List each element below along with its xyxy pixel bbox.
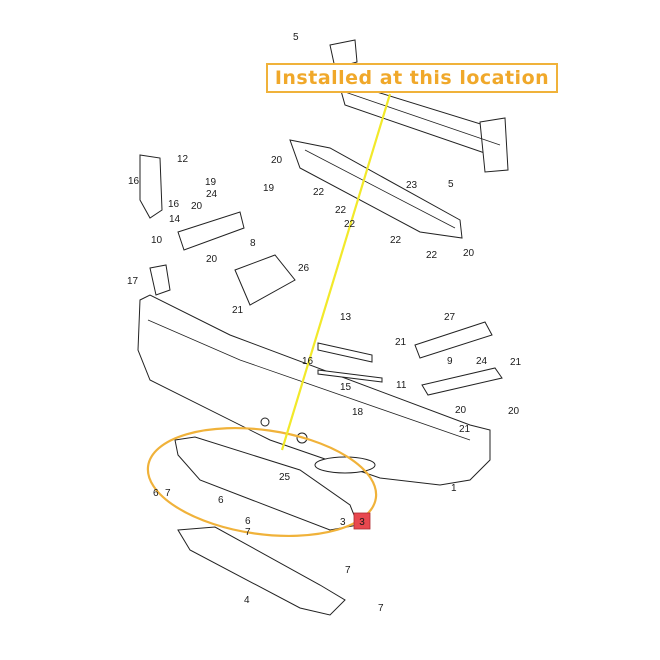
label-15: 15: [340, 382, 352, 393]
label-5a: 5: [293, 32, 299, 43]
label-21a: 21: [232, 305, 244, 316]
label-25: 25: [279, 472, 291, 483]
label-20a: 20: [271, 155, 283, 166]
label-19a: 19: [205, 177, 217, 188]
label-6c: 6: [245, 516, 251, 527]
label-5b: 5: [448, 179, 454, 190]
pointer-line: [280, 93, 392, 451]
label-6b: 6: [218, 495, 224, 506]
label-27: 27: [444, 312, 456, 323]
label-1: 1: [451, 483, 457, 494]
label-3: 3: [340, 517, 346, 528]
label-21c: 21: [459, 424, 471, 435]
label-8: 8: [250, 238, 256, 249]
trim-strip: [414, 321, 493, 359]
carrier-bracket: [289, 139, 463, 239]
impact-bar: [329, 39, 509, 173]
label-16b: 16: [168, 199, 180, 210]
label-21b: 21: [510, 357, 522, 368]
label-7c: 7: [345, 565, 351, 576]
label-20e: 20: [455, 405, 467, 416]
callout-label: Installed at this location: [266, 63, 558, 93]
bumper-cover: [137, 294, 491, 486]
label-9: 9: [447, 356, 453, 367]
label-20b: 20: [191, 201, 203, 212]
part-3-badge-label: 3: [359, 517, 365, 528]
label-13: 13: [340, 312, 352, 323]
label-22a: 22: [313, 187, 325, 198]
strip-15: [317, 369, 383, 383]
label-7a: 7: [165, 488, 171, 499]
label-4: 4: [244, 595, 250, 606]
label-17: 17: [127, 276, 139, 287]
label-24a: 24: [206, 189, 218, 200]
label-21d: 21: [395, 337, 407, 348]
label-11: 11: [396, 380, 407, 391]
label-14: 14: [169, 214, 181, 225]
left-brackets: [139, 154, 245, 296]
label-22b: 22: [335, 205, 347, 216]
label-18: 18: [352, 407, 364, 418]
label-16c: 16: [302, 356, 314, 367]
lower-spoiler: [177, 526, 346, 616]
foam-part: [234, 254, 296, 306]
center-guide: [317, 342, 373, 363]
label-24b: 24: [476, 356, 488, 367]
part-number-labels: 1 3 4 5 5 6 6 6 7 7 7 7 8 9 10 11 12 13 …: [127, 32, 522, 614]
label-22e: 22: [426, 250, 438, 261]
label-22d: 22: [390, 235, 402, 246]
label-12: 12: [177, 154, 189, 165]
label-7d: 7: [378, 603, 384, 614]
label-22c: 22: [344, 219, 356, 230]
label-6a: 6: [153, 488, 159, 499]
label-20f: 20: [508, 406, 520, 417]
part-3-badge: [353, 512, 371, 530]
label-26: 26: [298, 263, 310, 274]
label-7b: 7: [245, 527, 251, 538]
highlight-ellipse: [146, 426, 378, 538]
label-10: 10: [151, 235, 163, 246]
label-20c: 20: [206, 254, 218, 265]
label-20d: 20: [463, 248, 475, 259]
label-23: 23: [406, 180, 418, 191]
label-16a: 16: [128, 176, 140, 187]
label-19b: 19: [263, 183, 275, 194]
right-guide: [421, 367, 503, 396]
